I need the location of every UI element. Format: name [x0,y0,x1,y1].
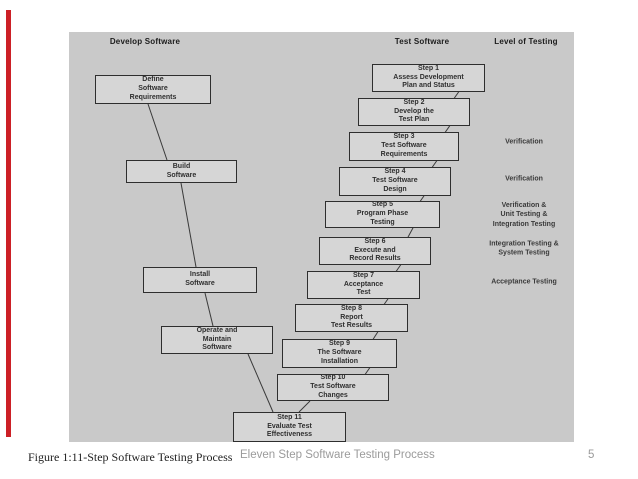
connector-line [406,225,415,240]
connector-line [180,182,197,268]
level-system: Integration Testing &System Testing [489,240,559,257]
header-develop-software: Develop Software [109,37,181,46]
footer-title: Eleven Step Software Testing Process [240,449,435,461]
level-verification-2: Verification [505,175,543,183]
connector-line [298,400,311,413]
header-level-of-testing: Level of Testing [494,37,558,46]
diagram-panel: Develop Software Test Software Level of Te… [69,32,574,442]
level-unit: Verification &Unit Testing &Integration … [492,201,556,228]
connector-line [147,103,168,161]
level-acceptance: Acceptance Testing [491,278,557,286]
page-number: 5 [588,449,595,461]
slide-accent-bar [6,10,11,437]
connector-line [204,292,214,327]
figure-caption: Figure 1:11-Step Software Testing Proces… [28,450,233,464]
header-test-software: Test Software [394,37,450,46]
level-verification-1: Verification [505,138,543,146]
connector-line [247,353,274,413]
